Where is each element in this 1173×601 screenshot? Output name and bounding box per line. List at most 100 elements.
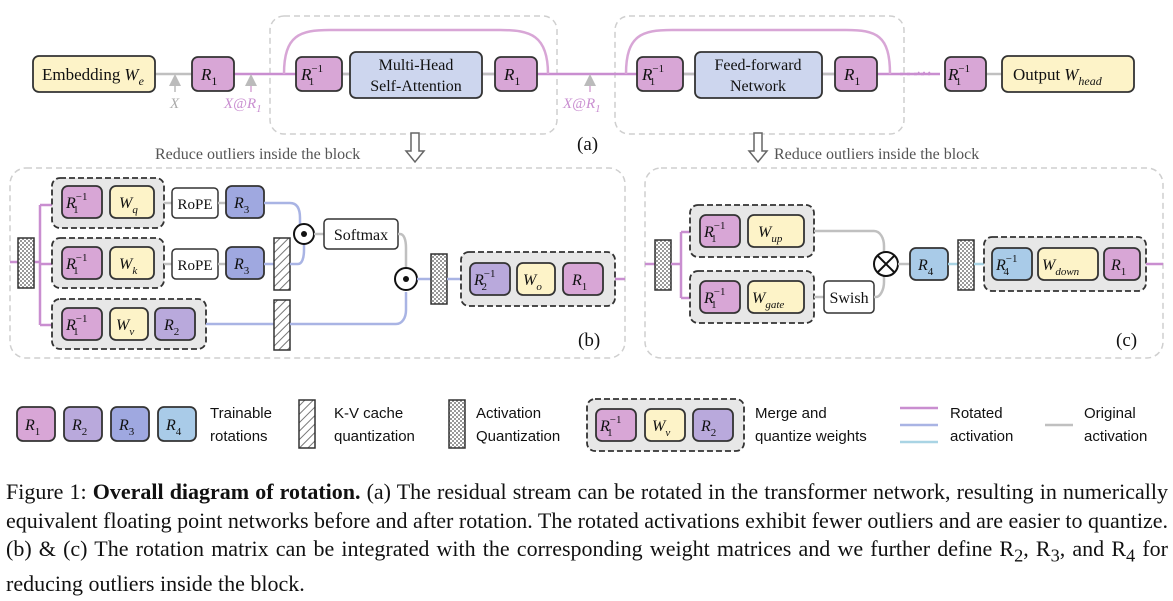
r1-inv-block-out <box>944 56 987 92</box>
svg-text:R4: R4 <box>165 417 182 438</box>
svg-text:R−11: R−11 <box>641 63 664 88</box>
output-sub: head <box>1078 74 1102 88</box>
svg-text:R−11: R−11 <box>599 414 621 439</box>
legend-merge-2: quantize weights <box>755 428 867 445</box>
panel-b-label: (b) <box>578 330 600 351</box>
panel-c-label: (c) <box>1116 330 1137 351</box>
r1-inv-block-mhsa <box>295 56 343 92</box>
embedding-sym: W <box>124 65 140 84</box>
xr1-label-b: X@R1 <box>562 96 601 115</box>
svg-text:Wup: Wup <box>758 224 783 245</box>
svg-text:Wv: Wv <box>652 418 670 439</box>
b-kv-quant-v <box>273 299 291 351</box>
r1-block-mhsa-out <box>494 56 538 92</box>
svg-text:Wv: Wv <box>116 317 134 338</box>
svg-text:R2: R2 <box>700 418 716 439</box>
b-wo <box>516 262 556 296</box>
down-arrow-left <box>404 132 426 164</box>
b-r1-o <box>562 262 604 296</box>
b-kv-quant-k <box>273 237 291 291</box>
reduce-text-left: Reduce outliers inside the block <box>155 146 360 163</box>
legend-kv-1: K-V cache <box>334 405 403 422</box>
legend-orig-1: Original <box>1084 405 1136 422</box>
ellipsis: ··· <box>916 65 932 82</box>
r1-inv-block-ffn <box>636 56 684 92</box>
legend-act-quant <box>448 399 466 449</box>
embedding-block <box>32 55 156 93</box>
ffn-line1: Feed-forward <box>714 57 801 74</box>
b-r1inv-k <box>61 246 103 280</box>
ffn-line2: Network <box>730 78 786 95</box>
output-label: Output <box>1013 65 1061 84</box>
svg-text:R1: R1 <box>503 65 520 88</box>
svg-text:R−11: R−11 <box>947 63 970 88</box>
legend-rot-1: Rotated <box>950 405 1003 422</box>
ffn-skip-arc <box>624 28 892 75</box>
legend-r3 <box>110 406 150 442</box>
b-r2-v <box>154 307 196 341</box>
c-wdown <box>1037 247 1099 281</box>
svg-text:R−11: R−11 <box>65 313 87 338</box>
svg-text:Wgate: Wgate <box>752 290 784 311</box>
c-r1inv-gate <box>699 280 741 314</box>
b-act-quant-2 <box>430 253 448 305</box>
embedding-sub: e <box>139 74 145 88</box>
embedding-label: Embedding <box>42 65 121 84</box>
caption-bold: Overall diagram of rotation. <box>92 479 361 504</box>
svg-text:R1: R1 <box>571 272 587 293</box>
legend-rot-2: activation <box>950 428 1013 445</box>
c-act-quant-2 <box>957 239 975 291</box>
b-r1inv-q <box>61 185 103 219</box>
svg-text:Softmax: Softmax <box>334 227 388 244</box>
figure-caption: Figure 1: Overall diagram of rotation. (… <box>6 479 1168 596</box>
svg-text:R1: R1 <box>200 65 217 88</box>
b-branch-lines <box>34 203 58 327</box>
legend-trainable-1: Trainable <box>210 405 272 422</box>
c-branch-lines <box>671 230 690 300</box>
c-act-quant-1 <box>654 239 672 291</box>
mhsa-skip-arc <box>282 28 550 75</box>
ffn-block <box>694 51 823 99</box>
legend-r2 <box>63 406 103 442</box>
svg-text:R−11: R−11 <box>65 252 87 277</box>
svg-text:R3: R3 <box>233 256 250 277</box>
legend-act-2: Quantization <box>476 428 560 445</box>
panel-a-label: (a) <box>577 134 598 155</box>
svg-text:Wk: Wk <box>119 256 138 277</box>
svg-text:RoPE: RoPE <box>177 197 212 213</box>
legend-r1 <box>16 406 56 442</box>
panel-b-region <box>9 167 626 359</box>
reduce-text-right: Reduce outliers inside the block <box>774 146 979 163</box>
svg-text:Wdown: Wdown <box>1042 257 1080 278</box>
svg-text:R−12: R−12 <box>473 268 496 293</box>
legend-r4 <box>157 406 197 442</box>
svg-text:Wq: Wq <box>119 195 138 216</box>
svg-text:R3: R3 <box>118 417 135 438</box>
c-r1inv-up <box>699 214 741 248</box>
b-wv <box>109 307 149 341</box>
caption-prefix: Figure 1: <box>6 479 93 504</box>
r1-block-ffn-out <box>834 56 878 92</box>
svg-text:R1: R1 <box>24 417 40 438</box>
x-label: X <box>169 96 180 112</box>
c-r4inv-down <box>991 247 1033 281</box>
mhsa-line2: Self-Attention <box>370 78 462 95</box>
svg-text:R4: R4 <box>917 257 934 278</box>
b-r2inv-o <box>469 262 511 296</box>
b-wq <box>109 185 155 219</box>
c-r1-down <box>1103 247 1141 281</box>
legend: R1 R2 R3 R4 Trainable rotations K-V cach… <box>16 398 1147 452</box>
svg-text:R2: R2 <box>71 417 87 438</box>
down-arrow-right <box>747 132 769 164</box>
svg-text:RoPE: RoPE <box>177 258 212 274</box>
legend-kv-quant <box>298 399 316 449</box>
reduce-arrows: Reduce outliers inside the block Reduce … <box>155 132 979 164</box>
c-wgate <box>747 280 805 314</box>
svg-text:R−11: R−11 <box>703 220 725 245</box>
legend-merge-1: Merge and <box>755 405 827 422</box>
